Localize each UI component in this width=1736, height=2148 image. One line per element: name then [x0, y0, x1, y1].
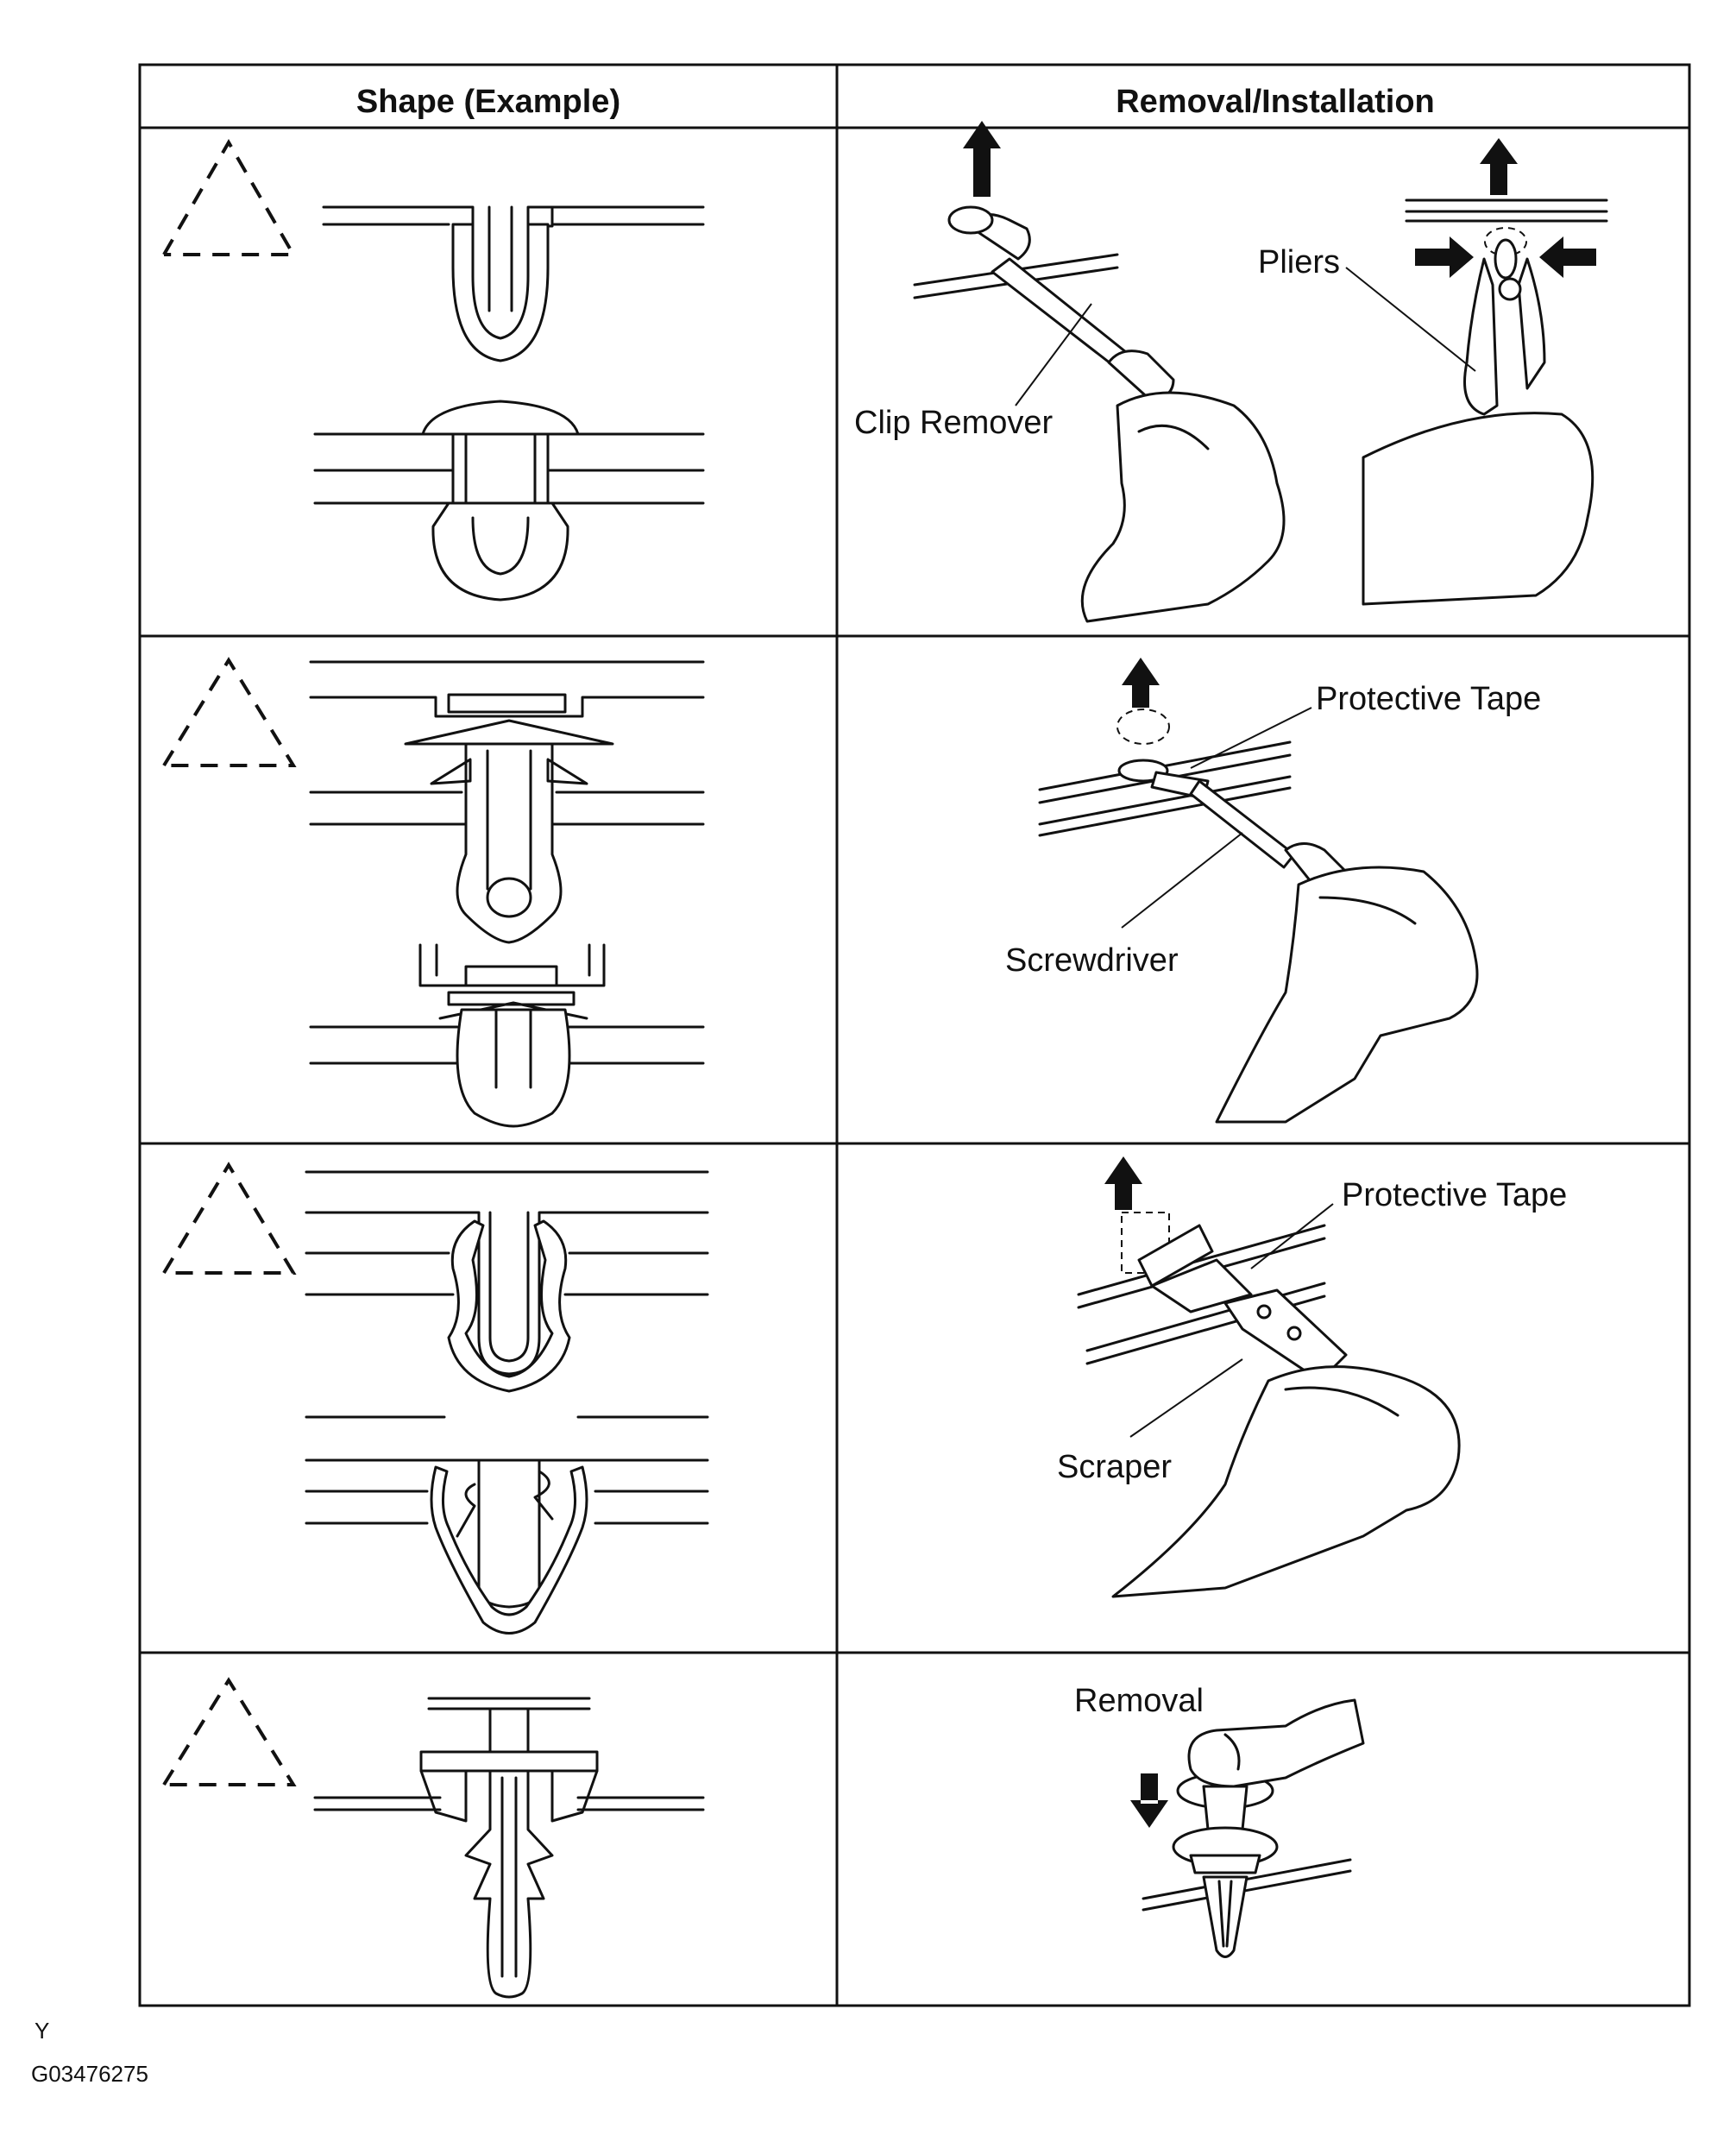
footer-marker: Y: [35, 2018, 49, 2044]
arrow-up-icon: [1104, 1156, 1142, 1210]
caution-triangle-icon: [162, 138, 297, 256]
arrow-right-icon: [1415, 236, 1474, 278]
screwdriver-label: Screwdriver: [1005, 942, 1179, 979]
protective-tape-label: Protective Tape: [1316, 681, 1541, 717]
table-grid: [138, 63, 1691, 2007]
protective-tape-label-2: Protective Tape: [1342, 1177, 1567, 1213]
arrow-down-icon: [1130, 1773, 1168, 1828]
clip-shape-1b: [313, 400, 705, 602]
caution-triangle-icon: [162, 1162, 297, 1275]
screwdriver-illustration: [1038, 709, 1479, 1124]
arrow-up-icon: [1480, 138, 1518, 195]
figure-code: G03476275: [31, 2061, 148, 2087]
clip-shape-4: [313, 1697, 705, 1999]
caution-triangle-icon: [162, 1677, 297, 1786]
clip-remover-illustration: [913, 205, 1286, 623]
clip-remover-label: Clip Remover: [854, 405, 1054, 441]
removal-label: Removal: [1074, 1683, 1204, 1719]
caution-triangle-icon: [162, 657, 297, 767]
clip-shape-1a: [322, 205, 705, 362]
clip-shape-2a: [309, 660, 705, 944]
pliers-label: Pliers: [1258, 244, 1340, 280]
push-clip-removal-illustration: [1142, 1698, 1365, 1958]
clip-shape-3a: [305, 1170, 709, 1393]
arrow-up-icon: [1122, 658, 1160, 708]
clip-shape-3b: [305, 1415, 709, 1635]
header-shape-example: Shape (Example): [356, 84, 620, 120]
arrow-left-icon: [1539, 236, 1596, 278]
header-removal-installation: Removal/Installation: [1116, 84, 1435, 120]
pliers-illustration: [1362, 198, 1608, 606]
scraper-illustration: [1077, 1212, 1461, 1598]
clip-shape-2b: [309, 943, 705, 1128]
scraper-label: Scraper: [1057, 1449, 1172, 1485]
arrow-up-icon: [963, 121, 1001, 197]
